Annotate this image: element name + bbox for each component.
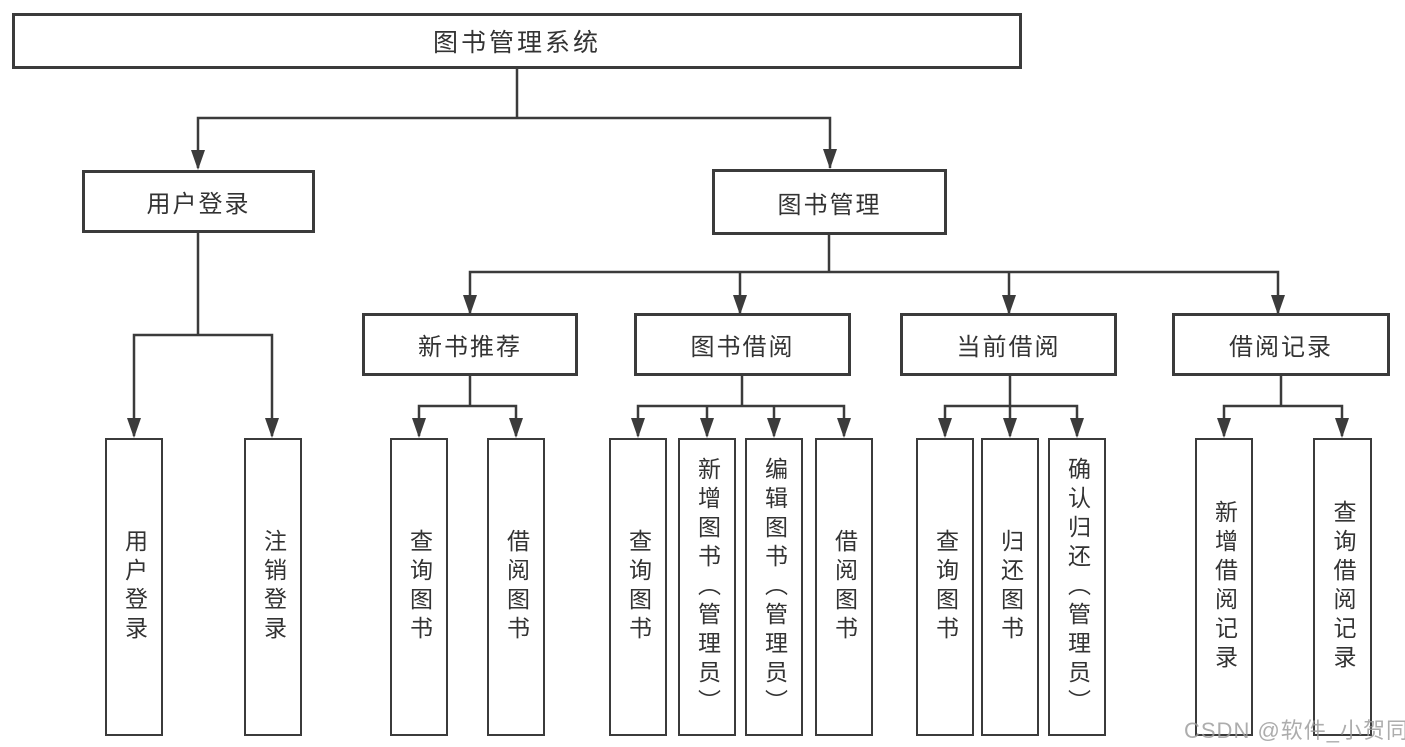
node-book-management: 图书管理 xyxy=(712,169,947,235)
node-label: 查询图书 xyxy=(932,529,959,645)
leaf-borrow-books-recommend: 借阅图书 xyxy=(487,438,545,736)
watermark: CSDN @软件_小贺同学 xyxy=(1184,718,1405,743)
node-book-borrow: 图书借阅 xyxy=(634,313,851,376)
node-label: 注销登录 xyxy=(260,529,287,645)
leaf-add-borrow-record: 新增借阅记录 xyxy=(1195,438,1253,736)
leaf-query-books-borrow: 查询图书 xyxy=(609,438,667,736)
leaf-query-books-current: 查询图书 xyxy=(916,438,974,736)
node-label: 确认归还（管理员） xyxy=(1064,456,1091,718)
node-new-book-recommend: 新书推荐 xyxy=(362,313,578,376)
node-label: 图书借阅 xyxy=(690,334,795,361)
node-label: 新书推荐 xyxy=(418,334,522,361)
node-label: 编辑图书（管理员） xyxy=(761,456,788,718)
node-label: 图书管理 xyxy=(777,191,882,219)
node-label: 新增借阅记录 xyxy=(1211,500,1238,674)
leaf-confirm-return-admin: 确认归还（管理员） xyxy=(1048,438,1106,736)
node-label: 归还图书 xyxy=(997,529,1024,645)
node-label: 用户登录 xyxy=(146,191,251,218)
node-label: 查询借阅记录 xyxy=(1330,500,1356,674)
node-label: 用户登录 xyxy=(121,529,148,645)
node-label: 借阅图书 xyxy=(831,529,858,645)
leaf-logout: 注销登录 xyxy=(244,438,302,736)
leaf-query-books-recommend: 查询图书 xyxy=(390,438,448,736)
node-label: 当前借阅 xyxy=(956,334,1061,361)
leaf-query-borrow-record: 查询借阅记录 xyxy=(1313,438,1372,736)
arrow-down-icons xyxy=(127,149,1349,438)
node-label: 新增图书（管理员） xyxy=(694,456,721,718)
node-label: 查询图书 xyxy=(406,529,433,645)
leaf-user-login: 用户登录 xyxy=(105,438,163,736)
node-root-system: 图书管理系统 xyxy=(12,13,1022,69)
node-label: 查询图书 xyxy=(625,529,652,645)
node-borrow-records: 借阅记录 xyxy=(1172,313,1390,376)
leaf-borrow-books: 借阅图书 xyxy=(815,438,873,736)
node-label: 图书管理系统 xyxy=(432,29,601,57)
node-current-borrow: 当前借阅 xyxy=(900,313,1117,376)
node-user-login: 用户登录 xyxy=(82,170,315,233)
leaf-add-book-admin: 新增图书（管理员） xyxy=(678,438,736,736)
leaf-edit-book-admin: 编辑图书（管理员） xyxy=(745,438,803,736)
node-label: 借阅记录 xyxy=(1229,334,1333,361)
leaf-return-book: 归还图书 xyxy=(981,438,1039,736)
node-label: 借阅图书 xyxy=(503,529,530,645)
connector-lines xyxy=(132,69,1344,436)
